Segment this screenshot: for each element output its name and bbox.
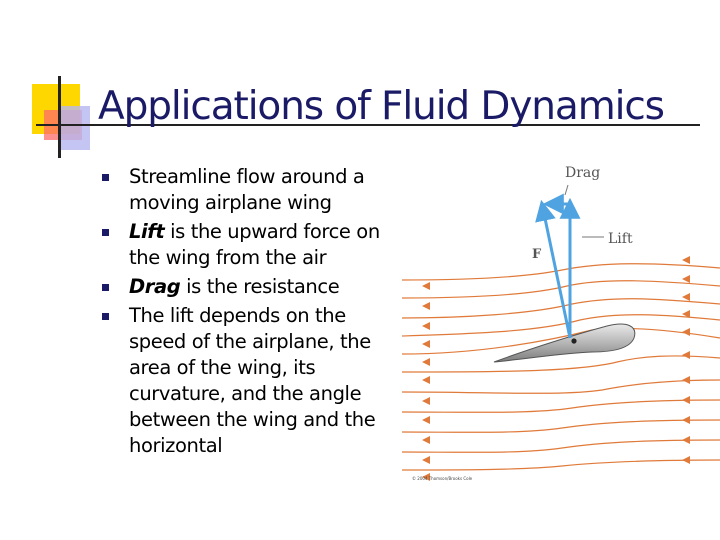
drag-label: Drag — [565, 165, 600, 181]
streamline — [402, 355, 720, 373]
figure-credit: © 2004 Thomson/Brooks Cole — [412, 476, 473, 481]
arrowhead-icon — [422, 473, 430, 481]
streamline — [402, 280, 720, 299]
airplane-wing-figure: Drag Lift F © 2004 Thomson/Brooks Cole — [402, 165, 720, 481]
arrowhead-icon — [682, 376, 690, 384]
force-vectors — [535, 193, 581, 339]
arrowhead-icon — [682, 310, 690, 318]
arrowhead-icon — [682, 275, 690, 283]
arrowhead-icon — [422, 322, 430, 330]
streamline — [402, 419, 720, 433]
arrowhead-icon — [682, 436, 690, 444]
square-bullet-icon — [102, 284, 109, 291]
arrowhead-icon — [682, 351, 690, 359]
force-label: F — [532, 247, 542, 262]
arrowhead-icon — [682, 456, 690, 464]
streamline-arrowheads — [422, 256, 690, 481]
streamline — [402, 439, 720, 453]
arrowhead-icon — [682, 416, 690, 424]
arrowhead-icon — [422, 436, 430, 444]
arrowhead-icon — [422, 358, 430, 366]
streamline — [402, 263, 720, 281]
bullet-term-lift: Lift — [129, 220, 165, 243]
arrowhead-icon — [422, 376, 430, 384]
bullet-list: Streamline flow around a moving airplane… — [100, 164, 392, 462]
arrowhead-icon — [682, 293, 690, 301]
wing-pivot-point — [571, 338, 577, 344]
square-bullet-icon — [102, 174, 109, 181]
arrowhead-icon — [422, 340, 430, 348]
title-underline — [36, 124, 700, 126]
bullet-item: Drag is the resistance — [100, 274, 392, 300]
streamline — [402, 298, 720, 319]
decor-lavender-square — [58, 106, 90, 150]
bullet-text: Streamline flow around a moving airplane… — [129, 165, 365, 214]
streamlines — [402, 263, 720, 471]
arrowhead-icon — [422, 416, 430, 424]
streamline — [402, 459, 720, 471]
streamline — [402, 379, 720, 394]
arrowhead-icon — [682, 396, 690, 404]
arrowhead-icon — [422, 397, 430, 405]
square-bullet-icon — [102, 313, 109, 320]
lift-label: Lift — [608, 231, 633, 247]
streamline — [402, 399, 720, 413]
bullet-text: The lift depends on the speed of the air… — [129, 304, 376, 457]
bullet-item: The lift depends on the speed of the air… — [100, 303, 392, 459]
streamline — [402, 314, 720, 337]
wing-airfoil — [493, 323, 636, 363]
arrowhead-icon — [422, 302, 430, 310]
bullet-term-drag: Drag — [129, 275, 181, 298]
bullet-item: Lift is the upward force on the wing fro… — [100, 219, 392, 271]
force-vector-f — [535, 199, 572, 339]
arrowhead-icon — [682, 256, 690, 264]
arrowhead-icon — [682, 328, 690, 336]
decor-vertical-line — [58, 76, 61, 158]
arrowhead-icon — [422, 282, 430, 290]
square-bullet-icon — [102, 229, 109, 236]
bullet-item: Streamline flow around a moving airplane… — [100, 164, 392, 216]
bullet-text: is the resistance — [180, 275, 340, 298]
arrowhead-icon — [422, 456, 430, 464]
drag-leader-line — [564, 184, 569, 196]
slide-title: Applications of Fluid Dynamics — [98, 84, 665, 129]
bullet-text: is the upward force on the wing from the… — [129, 220, 380, 269]
